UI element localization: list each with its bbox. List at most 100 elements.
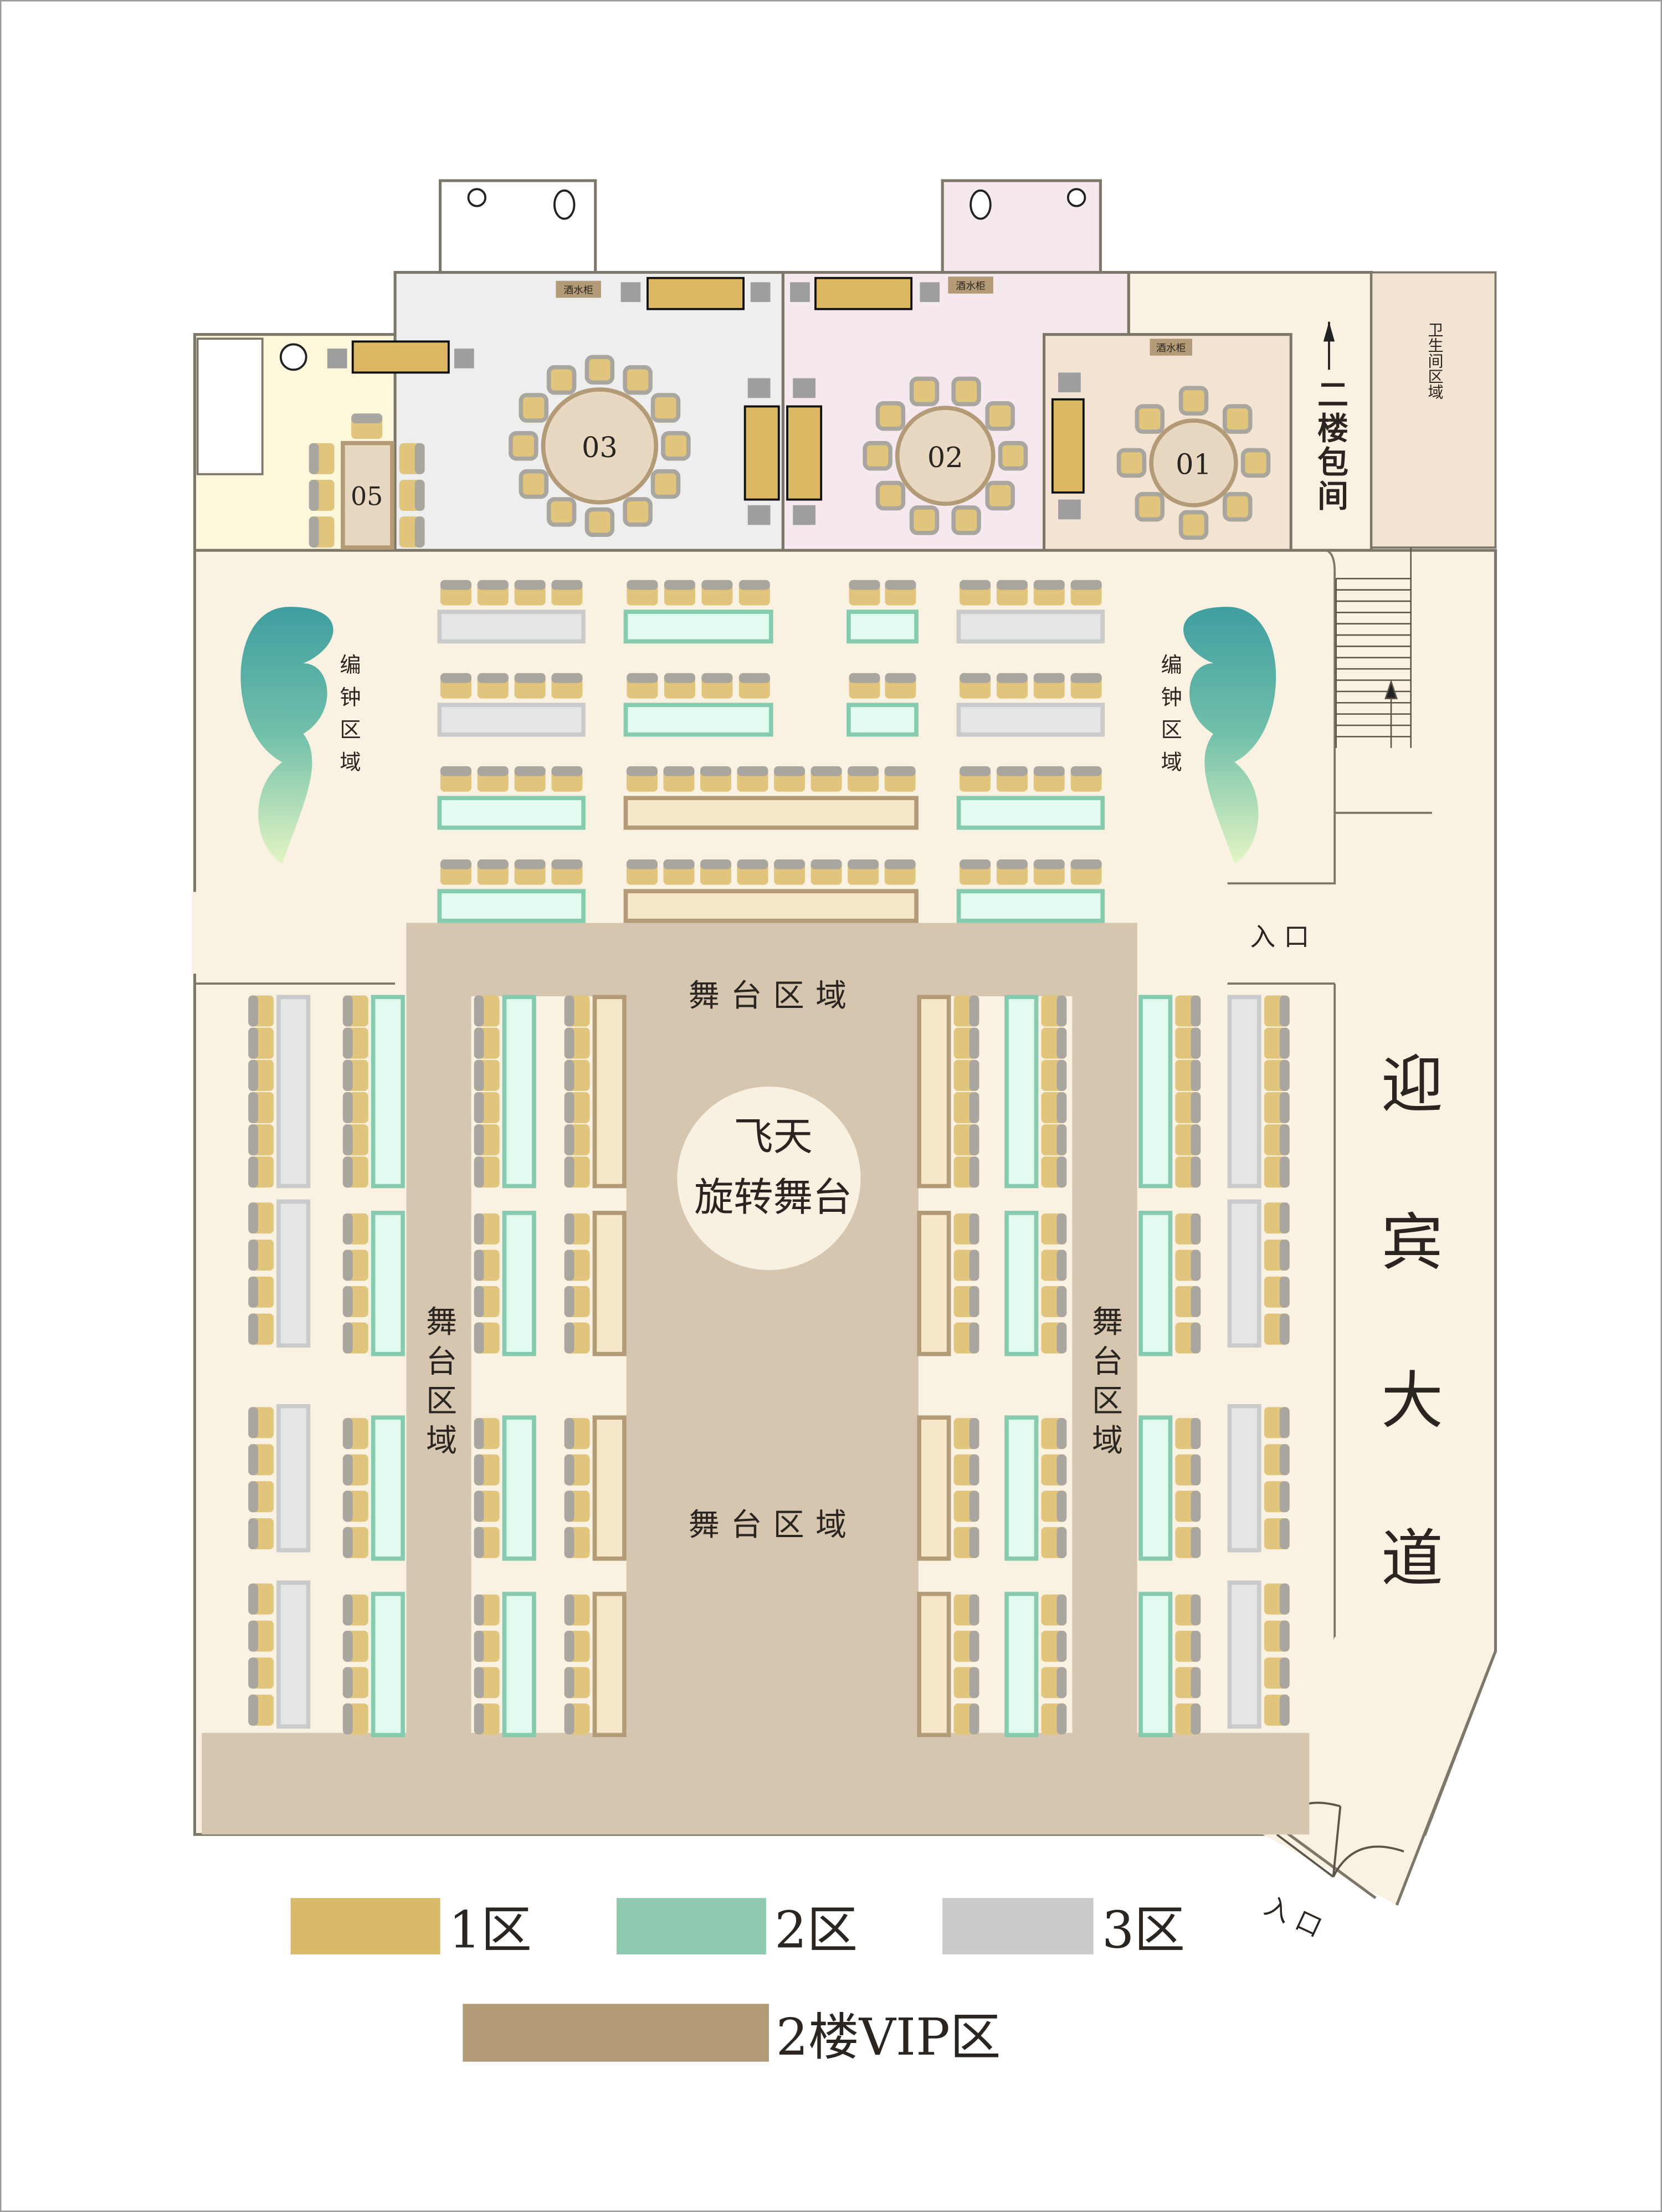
banquet-table-zone-2[interactable] <box>371 1415 405 1561</box>
banquet-table-zone-2[interactable] <box>1138 1415 1173 1561</box>
chair-icon <box>985 401 1015 431</box>
banquet-table-zone-2[interactable] <box>623 610 773 644</box>
chair-back <box>474 1250 484 1281</box>
chair-back <box>474 1703 484 1735</box>
banquet-table-zone-1[interactable] <box>592 1591 627 1738</box>
banquet-table-zone-2[interactable] <box>437 889 586 923</box>
banquet-table-zone-2[interactable] <box>437 796 586 830</box>
banquet-table-zone-3[interactable] <box>1227 1404 1261 1553</box>
rotating-stage[interactable] <box>677 1086 861 1271</box>
banquet-table-zone-2[interactable] <box>1138 995 1173 1189</box>
banquet-table-zone-2[interactable] <box>1004 1415 1039 1561</box>
round-table[interactable] <box>541 387 659 505</box>
side-table[interactable] <box>920 282 940 303</box>
chair-back <box>248 1059 259 1091</box>
banquet-table-zone-2[interactable] <box>623 703 773 737</box>
banquet-table-zone-2[interactable] <box>1138 1591 1173 1738</box>
banquet-table-zone-2[interactable] <box>956 796 1105 830</box>
chair-back <box>701 673 733 683</box>
banquet-table-zone-3[interactable] <box>1227 1199 1261 1348</box>
chair-back <box>1191 1631 1201 1662</box>
banquet-table-zone-2[interactable] <box>502 1211 536 1356</box>
side-table[interactable] <box>747 505 771 525</box>
banquet-table-zone-2[interactable] <box>1004 1591 1039 1738</box>
banquet-table-zone-1[interactable] <box>592 1211 627 1356</box>
round-table[interactable] <box>1149 418 1238 508</box>
chair-back <box>1191 1491 1201 1522</box>
side-table[interactable] <box>790 282 810 303</box>
banquet-table-zone-2[interactable] <box>1004 1211 1039 1356</box>
stage[interactable] <box>202 923 1310 1835</box>
side-table[interactable] <box>793 505 815 525</box>
rect-table[interactable] <box>341 441 394 550</box>
banquet-table-zone-1[interactable] <box>592 995 627 1189</box>
banquet-table-zone-3[interactable] <box>956 703 1105 737</box>
banquet-table-zone-2[interactable] <box>371 995 405 1189</box>
banquet-table-zone-2[interactable] <box>1138 1211 1173 1356</box>
chair-icon <box>1178 386 1209 416</box>
side-table[interactable] <box>793 378 815 398</box>
fan-icon <box>279 343 307 371</box>
banquet-table-zone-3[interactable] <box>276 1199 311 1348</box>
banquet-table-zone-1[interactable] <box>917 1211 951 1356</box>
banquet-table-zone-3[interactable] <box>1227 1580 1261 1729</box>
chair-icon <box>811 766 842 792</box>
chair-icon <box>440 766 471 792</box>
chair-icon <box>875 401 906 431</box>
chair-back <box>1279 1583 1290 1615</box>
banquet-table-zone-2[interactable] <box>371 1211 405 1356</box>
chair-icon <box>564 1213 590 1245</box>
chair-back <box>309 479 319 511</box>
restroom-area[interactable] <box>1370 271 1497 549</box>
round-table[interactable] <box>895 406 996 506</box>
side-table[interactable] <box>747 378 771 398</box>
chair-icon <box>701 673 733 699</box>
banquet-table-zone-3[interactable] <box>956 610 1105 644</box>
side-table[interactable] <box>454 349 474 368</box>
chair-back <box>1056 1418 1067 1450</box>
chair-icon <box>663 766 695 792</box>
banquet-table-zone-1[interactable] <box>917 995 951 1189</box>
chair-back <box>342 1322 353 1354</box>
banquet-table-zone-2[interactable] <box>956 889 1105 923</box>
chair-icon <box>1041 1286 1067 1318</box>
banquet-table-zone-1[interactable] <box>623 796 919 830</box>
chair-back <box>551 859 583 869</box>
staircase[interactable] <box>1335 547 1412 748</box>
chair-icon <box>953 1059 979 1091</box>
chair-back <box>1056 1027 1067 1059</box>
side-table[interactable] <box>327 349 347 368</box>
banquet-table-zone-2[interactable] <box>847 610 919 644</box>
chair-back <box>1056 1286 1067 1318</box>
banquet-table-zone-2[interactable] <box>1004 995 1039 1189</box>
side-table[interactable] <box>620 282 641 303</box>
banquet-table-zone-3[interactable] <box>276 995 311 1189</box>
banquet-table-zone-1[interactable] <box>917 1415 951 1561</box>
chair-icon <box>551 673 583 699</box>
banquet-table-zone-3[interactable] <box>276 1580 311 1729</box>
banquet-table-zone-2[interactable] <box>371 1591 405 1738</box>
chair-back <box>342 995 353 1027</box>
side-table[interactable] <box>1058 372 1081 393</box>
chair-icon <box>996 673 1028 699</box>
banquet-table-zone-3[interactable] <box>437 610 586 644</box>
banquet-table-zone-1[interactable] <box>592 1415 627 1561</box>
chair-back <box>414 479 425 511</box>
side-table[interactable] <box>750 282 771 303</box>
banquet-table-zone-1[interactable] <box>623 889 919 923</box>
legend-label-zone-2: 2区 <box>774 1900 858 1959</box>
banquet-table-zone-1[interactable] <box>917 1591 951 1738</box>
chair-icon <box>248 1156 274 1188</box>
chair-seat <box>875 480 906 511</box>
banquet-table-zone-2[interactable] <box>502 995 536 1189</box>
chair-back <box>248 995 259 1027</box>
banquet-table-zone-2[interactable] <box>502 1591 536 1738</box>
chair-icon <box>248 1583 274 1615</box>
banquet-table-zone-3[interactable] <box>437 703 586 737</box>
banquet-table-zone-3[interactable] <box>276 1404 311 1553</box>
banquet-table-zone-2[interactable] <box>847 703 919 737</box>
banquet-table-zone-2[interactable] <box>502 1415 536 1561</box>
side-table[interactable] <box>1058 499 1081 520</box>
chair-back <box>969 1491 979 1522</box>
banquet-table-zone-3[interactable] <box>1227 995 1261 1189</box>
